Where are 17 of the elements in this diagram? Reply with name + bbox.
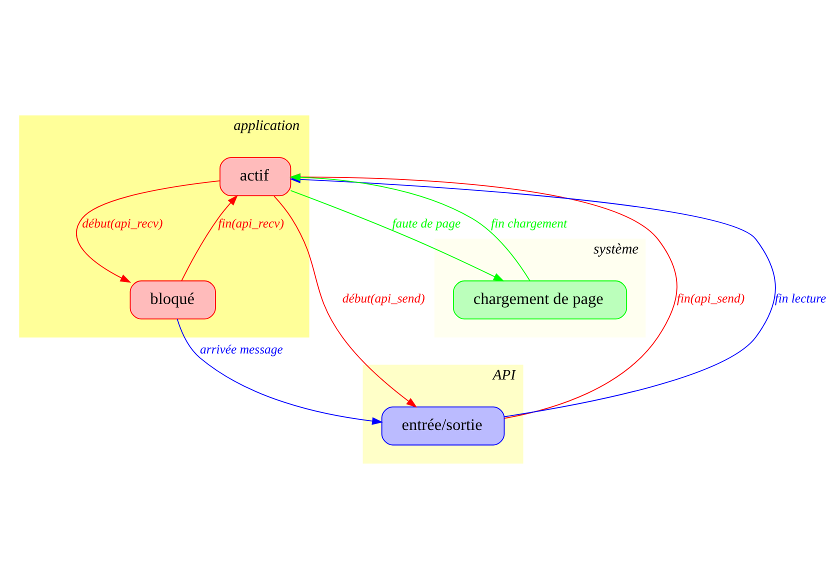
edge-label: fin(api_recv)	[218, 216, 284, 231]
node-box: bloqué	[130, 280, 216, 320]
node-box: actif	[220, 157, 292, 196]
arrow	[176, 318, 383, 425]
edge-label: début(api_recv)	[82, 216, 163, 231]
node-box: entrée/sortie	[381, 406, 505, 446]
edge-label: arrivée message	[200, 342, 283, 357]
edge-label: faute de page	[392, 216, 461, 231]
arrow	[76, 180, 220, 283]
edge-label: fin(api_send)	[676, 291, 745, 306]
arrow	[290, 190, 504, 282]
node-box: chargement de page	[453, 280, 628, 320]
edge-label: fin lecture	[774, 291, 826, 306]
edge-label: début(api_send)	[342, 291, 425, 306]
arrow	[181, 194, 238, 282]
edge-label: fin chargement	[491, 216, 568, 231]
arrow	[274, 196, 418, 408]
